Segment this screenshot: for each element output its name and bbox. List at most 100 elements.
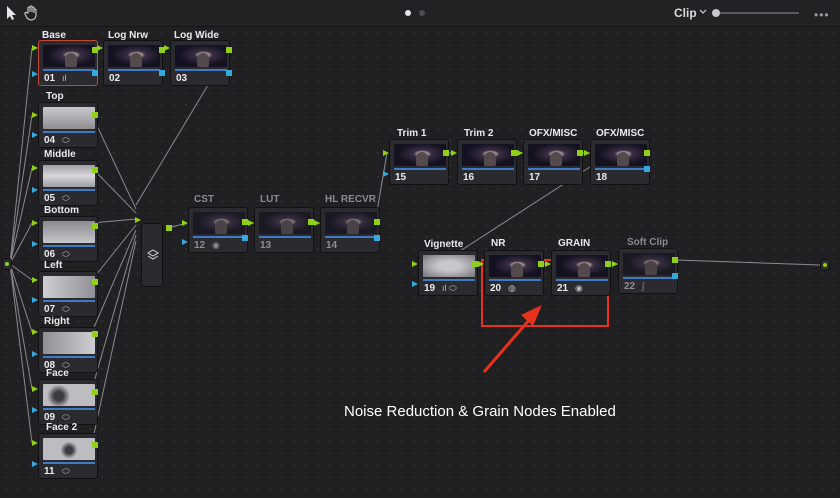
rgb-input-pin[interactable]	[545, 261, 551, 267]
node-15-trim-1[interactable]: 15	[389, 139, 449, 185]
alpha-input-pin[interactable]	[412, 281, 418, 287]
output-node[interactable]	[820, 259, 830, 271]
alpha-output-pin[interactable]	[92, 70, 98, 76]
node-14-hl-recvr[interactable]: 14	[320, 207, 380, 253]
alpha-output-pin[interactable]	[242, 235, 248, 241]
clip-mode-dropdown[interactable]: Clip	[674, 6, 697, 20]
rgb-input-pin[interactable]	[135, 217, 141, 223]
rgb-input-pin[interactable]	[584, 150, 590, 156]
rgb-output-pin[interactable]	[226, 47, 232, 53]
rgb-input-pin[interactable]	[32, 277, 38, 283]
rgb-output-pin[interactable]	[92, 279, 98, 285]
node-number: 02	[109, 73, 121, 84]
rgb-output-pin[interactable]	[577, 150, 583, 156]
alpha-input-pin[interactable]	[182, 239, 188, 245]
rgb-input-pin[interactable]	[478, 261, 484, 267]
zoom-slider-handle[interactable]	[712, 9, 720, 17]
alpha-output-pin[interactable]	[226, 70, 232, 76]
node-04-top[interactable]: 04 ⬭	[38, 102, 98, 148]
node-02-log-nrw[interactable]: 02	[103, 40, 163, 86]
rgb-input-pin[interactable]	[314, 220, 320, 226]
alpha-output-pin[interactable]	[672, 273, 678, 279]
rgb-input-pin[interactable]	[97, 45, 103, 51]
zoom-slider[interactable]	[714, 12, 799, 14]
alpha-input-pin[interactable]	[32, 461, 38, 467]
node-03-log-wide[interactable]: 03	[170, 40, 230, 86]
alpha-output-pin[interactable]	[159, 70, 165, 76]
rgb-output-pin[interactable]	[92, 442, 98, 448]
rgb-output-pin[interactable]	[92, 167, 98, 173]
rgb-input-pin[interactable]	[383, 150, 389, 156]
rgb-input-pin[interactable]	[164, 45, 170, 51]
rgb-output-pin[interactable]	[92, 389, 98, 395]
rgb-output-pin[interactable]	[472, 261, 478, 267]
node-16-trim-2[interactable]: 16	[457, 139, 517, 185]
rgb-output-pin[interactable]	[92, 223, 98, 229]
source-input-node[interactable]	[2, 258, 12, 270]
node-19-vignette[interactable]: 19 ıl ⬭	[418, 250, 478, 296]
node-05-middle[interactable]: 05 ⬭	[38, 160, 98, 206]
rgb-input-pin[interactable]	[32, 45, 38, 51]
node-number: 12	[194, 240, 206, 251]
node-07-left[interactable]: 07 ⬭	[38, 271, 98, 317]
layer-mixer-node[interactable]	[141, 223, 163, 287]
rgb-output-pin[interactable]	[166, 225, 172, 231]
rgb-output-pin[interactable]	[92, 112, 98, 118]
node-18-ofx-misc[interactable]: 18	[590, 139, 650, 185]
node-06-bottom[interactable]: 06 ⬭	[38, 216, 98, 262]
rgb-input-pin[interactable]	[32, 220, 38, 226]
more-options-icon[interactable]: •••	[814, 8, 830, 22]
rgb-output-pin[interactable]	[92, 47, 98, 53]
node-21-grain[interactable]: 21 ◉	[551, 250, 611, 296]
node-13-lut[interactable]: 13	[254, 207, 314, 253]
alpha-output-pin[interactable]	[374, 235, 380, 241]
alpha-input-pin[interactable]	[383, 171, 389, 177]
node-20-nr[interactable]: 20 ◍	[484, 250, 544, 296]
rgb-input-pin[interactable]	[412, 261, 418, 267]
node-11-face-2[interactable]: 11 ⬭	[38, 433, 98, 479]
rgb-output-pin[interactable]	[443, 150, 449, 156]
rgb-output-pin[interactable]	[672, 257, 678, 263]
rgb-output-pin[interactable]	[374, 219, 380, 225]
rgb-input-pin[interactable]	[32, 165, 38, 171]
alpha-input-pin[interactable]	[32, 407, 38, 413]
alpha-input-pin[interactable]	[32, 297, 38, 303]
rgb-input-pin[interactable]	[32, 386, 38, 392]
rgb-output-pin[interactable]	[308, 219, 314, 225]
rgb-output-pin[interactable]	[242, 219, 248, 225]
rgb-input-pin[interactable]	[182, 220, 188, 226]
rgb-output-pin[interactable]	[92, 331, 98, 337]
node-01-base[interactable]: 01 ıl	[38, 40, 98, 86]
window-icon: ⬭	[62, 466, 70, 476]
node-22-soft-clip[interactable]: 22 ∫	[618, 248, 678, 294]
alpha-input-pin[interactable]	[32, 71, 38, 77]
page-dot-active[interactable]	[405, 10, 411, 16]
alpha-input-pin[interactable]	[32, 241, 38, 247]
rgb-input-pin[interactable]	[451, 150, 457, 156]
node-08-right[interactable]: 08 ⬭	[38, 327, 98, 373]
node-12-cst[interactable]: 12 ◉	[188, 207, 248, 253]
pointer-icon[interactable]	[2, 4, 20, 22]
node-graph-canvas[interactable]: Noise Reduction & Grain Nodes Enabled Ba…	[0, 27, 840, 498]
rgb-input-pin[interactable]	[612, 261, 618, 267]
node-09-face[interactable]: 09 ⬭	[38, 379, 98, 425]
rgb-input-pin[interactable]	[32, 112, 38, 118]
rgb-output-pin[interactable]	[511, 150, 517, 156]
alpha-input-pin[interactable]	[32, 132, 38, 138]
hand-icon[interactable]	[22, 4, 40, 22]
alpha-output-pin[interactable]	[644, 166, 650, 172]
rgb-input-pin[interactable]	[32, 440, 38, 446]
rgb-output-pin[interactable]	[644, 150, 650, 156]
rgb-output-pin[interactable]	[605, 261, 611, 267]
rgb-input-pin[interactable]	[517, 150, 523, 156]
node-number: 05	[44, 193, 56, 204]
rgb-output-pin[interactable]	[159, 47, 165, 53]
rgb-input-pin[interactable]	[248, 220, 254, 226]
alpha-input-pin[interactable]	[32, 187, 38, 193]
node-17-ofx-misc[interactable]: 17	[523, 139, 583, 185]
chevron-down-icon[interactable]	[698, 6, 708, 18]
page-dot[interactable]	[419, 10, 425, 16]
rgb-input-pin[interactable]	[32, 329, 38, 335]
alpha-input-pin[interactable]	[32, 351, 38, 357]
rgb-output-pin[interactable]	[538, 261, 544, 267]
